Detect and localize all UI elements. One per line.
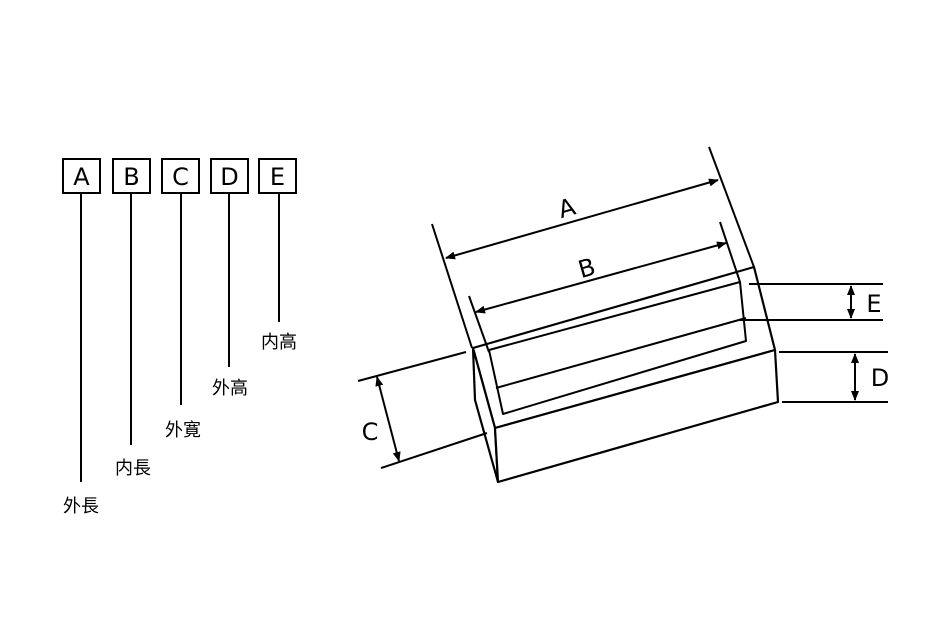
legend-key-d: D [220,163,238,191]
dimension-b: B [468,221,741,353]
dim-c-ext-bottom [380,432,488,469]
dim-b-label: B [575,253,599,284]
dim-a-label: A [555,192,579,224]
legend-key-b: B [123,163,139,191]
box-front-face [493,348,780,484]
legend-item-b: B 内長 [112,158,151,479]
dimension-c: C [357,351,488,469]
dim-c-ext-top [357,351,467,382]
box-inner-floor-line [495,317,747,389]
dim-b-arrow [475,241,727,314]
legend-label-d: 外高 [212,378,248,399]
legend-label-a: 外長 [63,496,99,517]
dim-e-label: E [866,290,881,318]
legend-key-e: E [270,163,285,191]
legend-key-a: A [73,163,90,191]
legend-item-e: E 内高 [258,158,297,353]
dim-b-ext-left [468,295,490,353]
legend-item-d: D 外高 [210,158,249,399]
dim-b-ext-right [719,221,741,283]
legend-label-e: 内高 [261,332,297,353]
dimension-e: E [740,283,883,321]
dim-a-ext-right [708,146,755,268]
legend-label-c: 外寛 [165,420,201,441]
dimension-d: D [779,351,889,403]
dim-d-label: D [871,364,889,392]
legend-box-c [161,158,200,194]
legend-item-c: C 外寛 [161,158,201,441]
dim-a-arrow [445,178,719,260]
legend-box-e [258,158,297,194]
legend-key-c: C [172,163,189,191]
legend-item-a: A 外長 [62,158,101,517]
dim-a-ext-left [431,223,473,349]
legend: A 外長 B 内長 C 外寛 D 外高 E 内高 [62,158,297,517]
dim-c-arrow [375,376,401,462]
legend-box-b [112,158,151,194]
dim-c-label: C [362,418,379,446]
legend-label-b: 内長 [115,458,151,479]
